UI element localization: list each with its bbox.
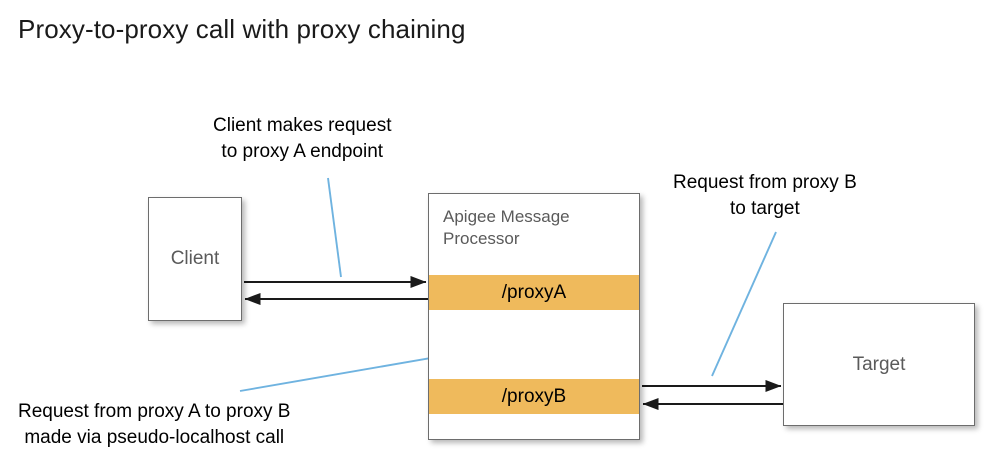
node-message-processor[interactable]: Apigee Message Processor /proxyA /proxyB bbox=[428, 193, 640, 440]
annotation-proxya-to-proxyb-line-1: Request from proxy A to proxy B bbox=[18, 401, 291, 422]
node-proxy-b[interactable]: /proxyB bbox=[429, 379, 639, 414]
leader-line-proxyb-to-target bbox=[711, 231, 777, 377]
node-proxy-a[interactable]: /proxyA bbox=[429, 275, 639, 310]
node-proxy-a-label: /proxyA bbox=[501, 281, 567, 303]
node-target-label: Target bbox=[852, 353, 906, 375]
node-proxy-b-label: /proxyB bbox=[501, 385, 567, 407]
mp-title-line-2: Processor bbox=[443, 229, 520, 249]
node-target[interactable]: Target bbox=[783, 303, 975, 426]
annotation-proxya-to-proxyb-line-2: made via pseudo-localhost call bbox=[24, 427, 285, 449]
annotation-proxyb-to-target-line-2: to target bbox=[730, 198, 800, 220]
page-title: Proxy-to-proxy call with proxy chaining bbox=[18, 14, 466, 44]
node-message-processor-title: Apigee Message Processor bbox=[443, 206, 629, 251]
annotation-client-request-line-1: Client makes request bbox=[213, 115, 392, 136]
node-client-label: Client bbox=[170, 248, 220, 269]
annotation-proxyb-to-target-line-1: Request from proxy B bbox=[673, 172, 857, 193]
leader-line-client-request bbox=[327, 177, 342, 278]
annotation-proxya-to-proxyb: Request from proxy A to proxy B made via… bbox=[18, 399, 290, 451]
annotation-client-request: Client makes request to proxy A endpoint bbox=[213, 113, 391, 165]
annotation-client-request-line-2: to proxy A endpoint bbox=[221, 141, 384, 163]
mp-title-line-1: Apigee Message bbox=[443, 207, 570, 226]
annotation-proxyb-to-target: Request from proxy B to target bbox=[673, 170, 857, 222]
node-client[interactable]: Client bbox=[148, 197, 242, 321]
